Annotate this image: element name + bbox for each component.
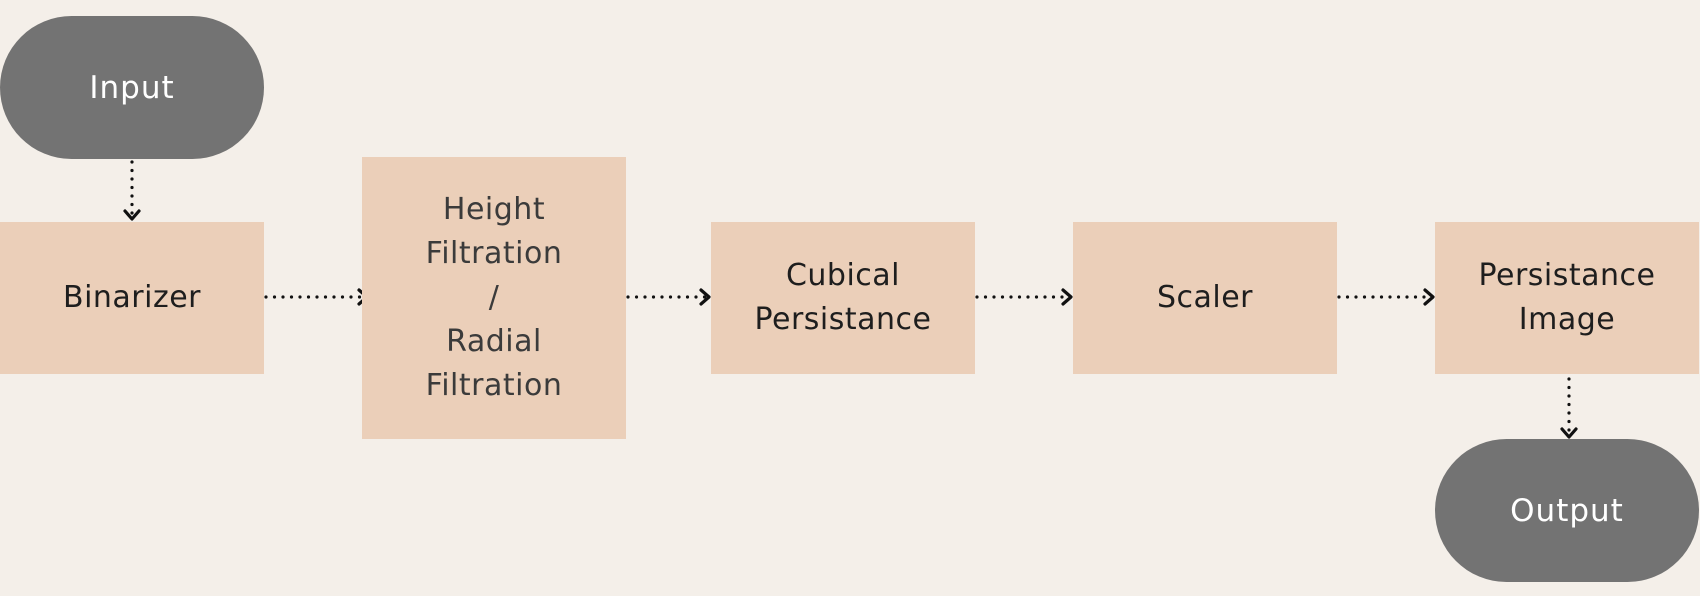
binarizer-label: Binarizer: [62, 280, 202, 315]
filtration-box: Height Filtration / Radial Filtration: [362, 157, 626, 439]
binarizer-box: Binarizer: [0, 222, 264, 374]
output-label: Output: [1510, 492, 1624, 529]
input-label: Input: [89, 69, 175, 106]
persistence-image-box: Persistance Image: [1435, 222, 1699, 374]
filtration-label: Height Filtration / Radial Filtration: [425, 192, 563, 403]
cubical-persistence-box: Cubical Persistance: [711, 222, 975, 374]
scaler-box: Scaler: [1073, 222, 1337, 374]
scaler-label: Scaler: [1156, 280, 1254, 315]
output-terminal: Output: [1435, 439, 1699, 582]
input-terminal: Input: [0, 16, 264, 159]
edge-persistence-image-to-output: [1560, 377, 1578, 439]
persistence-image-label: Persistance Image: [1478, 258, 1656, 337]
cubical-persistence-label: Cubical Persistance: [754, 258, 932, 337]
edge-input-to-binarizer: [123, 160, 141, 221]
edge-filtration-to-cubical: [626, 288, 711, 306]
edge-binarizer-to-filtration: [264, 288, 369, 306]
edge-scaler-to-persistence-image: [1337, 288, 1435, 306]
edge-cubical-to-scaler: [975, 288, 1073, 306]
